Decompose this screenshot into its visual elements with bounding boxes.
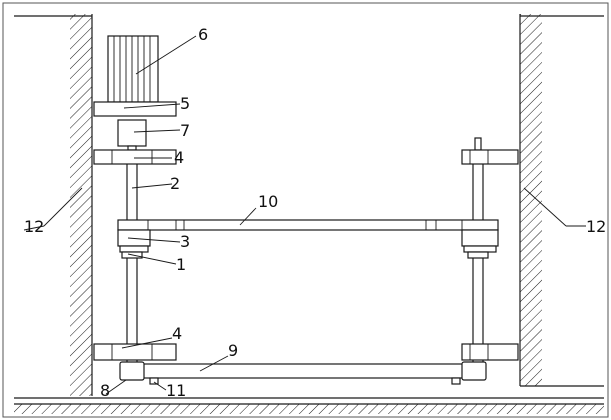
label-coupling: 7 bbox=[180, 121, 190, 140]
limit-block-left bbox=[149, 377, 159, 385]
label-nut-seat: 3 bbox=[180, 232, 190, 251]
lower-beam bbox=[139, 363, 473, 379]
roller-right bbox=[461, 361, 487, 381]
label-motor: 6 bbox=[198, 25, 208, 44]
limit-block-right bbox=[451, 377, 461, 385]
left-wall bbox=[14, 14, 93, 396]
left-screw-rod bbox=[126, 164, 138, 362]
leader-lines bbox=[23, 35, 586, 395]
upper-beam bbox=[117, 219, 499, 231]
lower-bearing-seat-left bbox=[93, 343, 177, 361]
lower-bearing-seat-right bbox=[461, 343, 519, 361]
label-upper-screw-rod: 2 bbox=[170, 174, 180, 193]
label-motor-mount-plate: 5 bbox=[180, 94, 190, 113]
right-wall bbox=[519, 14, 604, 387]
label-lower-beam: 9 bbox=[228, 341, 238, 360]
coupling bbox=[117, 119, 147, 147]
coupling-shaft bbox=[127, 145, 137, 151]
label-left-wall: 12 bbox=[24, 217, 44, 236]
nut-seat-left bbox=[117, 229, 151, 253]
label-right-wall: 12 bbox=[586, 217, 606, 236]
label-roller: 8 bbox=[100, 381, 110, 400]
nut-right bbox=[467, 251, 489, 259]
label-nut: 1 bbox=[176, 255, 186, 274]
roller-left bbox=[119, 361, 145, 381]
ground bbox=[14, 397, 604, 414]
motor-mount-plate bbox=[93, 101, 177, 117]
label-limit-block: 11 bbox=[166, 381, 186, 400]
motor bbox=[107, 35, 159, 103]
label-upper-bearing-seat: 4 bbox=[174, 148, 184, 167]
upper-bearing-seat-right bbox=[461, 149, 519, 165]
label-lower-bearing-seat: 4 bbox=[172, 324, 182, 343]
nut-seat-right bbox=[461, 229, 499, 253]
upper-bearing-seat-left bbox=[93, 149, 177, 165]
label-upper-beam: 10 bbox=[258, 192, 278, 211]
